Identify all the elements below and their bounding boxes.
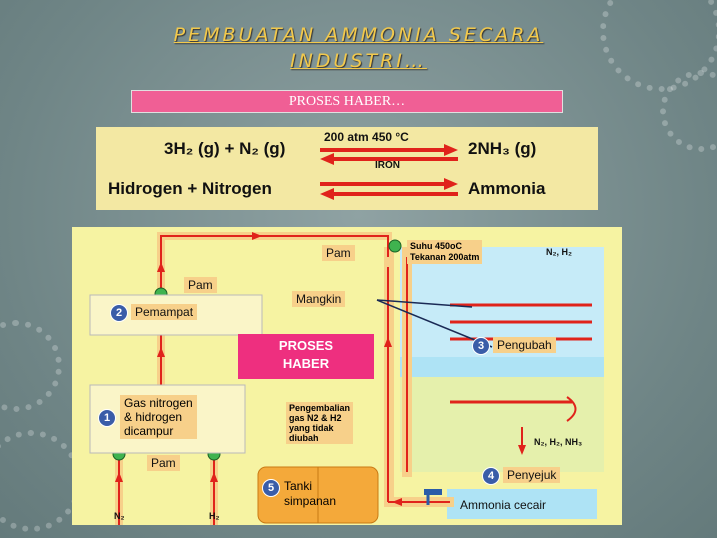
temperature-text: Suhu 450oC (410, 241, 463, 251)
gas-out-label: N₂, H₂, NH₃ (534, 437, 583, 447)
recycle-line1: Pengembalian (289, 403, 351, 413)
step-5-text: Tanki simpanan (284, 479, 336, 509)
reversible-arrows-top (320, 144, 458, 165)
step-1-line3: dicampur (124, 424, 174, 438)
step-5-line2: simpanan (284, 494, 337, 508)
nitrogen-inlet-label: N₂ (114, 511, 125, 521)
proses-haber-line2: HABER (282, 356, 330, 371)
step-3-text: Pengubah (493, 337, 556, 354)
gear-decoration-left (0, 320, 62, 412)
step-1-line2: & hidrogen (124, 410, 183, 424)
recycle-line3: yang tidak (289, 423, 334, 433)
step-2-badge: 2 (110, 304, 128, 322)
equation-box: 3H₂ (g) + N₂ (g) 200 atm 450 °C IRON 2NH… (96, 127, 598, 210)
step-4-badge: 4 (482, 467, 500, 485)
slide-title-line1: PEMBUATAN AMMONIA SECARA (173, 24, 544, 46)
equation-catalyst: IRON (375, 160, 400, 171)
step-3-badge: 3 (472, 337, 490, 355)
step-4-text: Penyejuk (503, 467, 561, 484)
pump-label-top: Pam (184, 277, 217, 293)
conditions-label: Suhu 450oC Tekanan 200atm (407, 240, 483, 264)
liquid-ammonia-label: Ammonia cecair (460, 498, 547, 512)
recycle-line4: diubah (289, 433, 319, 443)
hydrogen-inlet-label: H₂ (209, 511, 220, 521)
catalyst-label: Mangkin (292, 291, 346, 307)
pump-label-center: Pam (322, 245, 355, 261)
gas-in-label: N₂, H₂ (546, 247, 572, 257)
step-1-line1: Gas nitrogen (124, 396, 193, 410)
proses-haber-box: PROSES HABER (238, 334, 374, 379)
step-2-text: Pemampat (131, 304, 198, 321)
equation-product-name: Ammonia (468, 179, 546, 198)
slide-title-line2: INDUSTRI… (290, 50, 427, 72)
recycle-line2: gas N2 & H2 (289, 413, 342, 423)
pump-label-bottom: Pam (147, 455, 180, 471)
pressure-text: Tekanan 200atm (410, 252, 480, 262)
step-1-badge: 1 (98, 409, 116, 427)
step-1-text: Gas nitrogen & hidrogen dicampur (120, 395, 197, 439)
equation-products: 2NH₃ (g) (468, 139, 537, 158)
gear-decoration-right (660, 70, 717, 152)
gear-decoration-bottom-left (0, 430, 82, 532)
subtitle-bar: PROSES HABER… (131, 90, 563, 113)
equation-conditions: 200 atm 450 °C (324, 130, 409, 144)
proses-haber-line1: PROSES (278, 338, 334, 353)
step-5-badge: 5 (262, 479, 280, 497)
equation-reactants: 3H₂ (g) + N₂ (g) (164, 139, 286, 158)
step-5-line1: Tanki (284, 479, 313, 493)
recycle-label: Pengembalian gas N2 & H2 yang tidak diub… (286, 402, 354, 444)
equation-reactant-names: Hidrogen + Nitrogen (108, 179, 272, 198)
reversible-arrows-bottom (320, 178, 458, 200)
